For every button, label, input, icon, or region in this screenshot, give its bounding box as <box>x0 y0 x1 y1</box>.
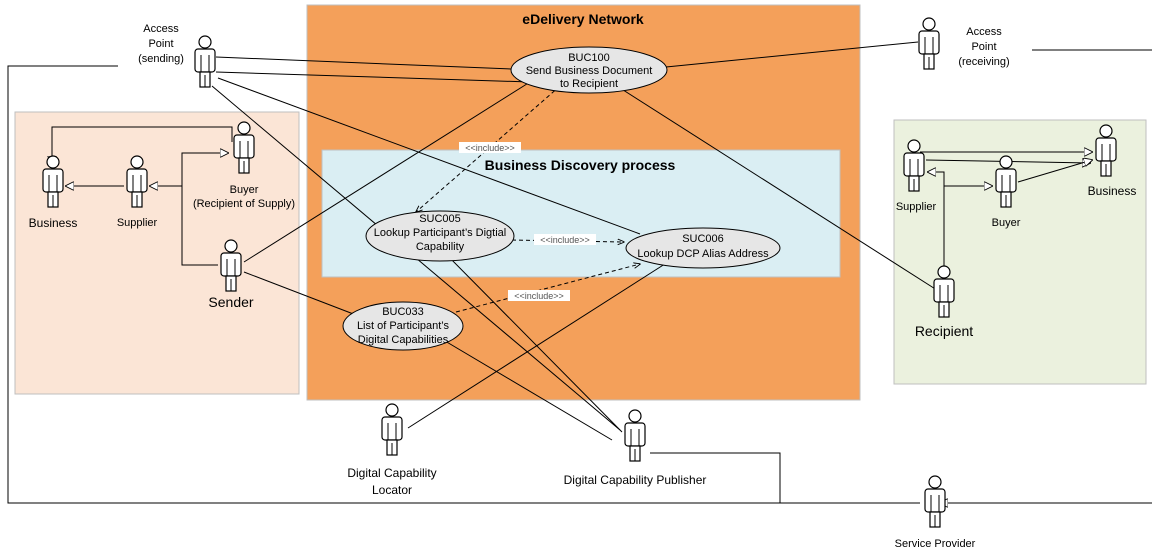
svg-text:Buyer: Buyer <box>230 184 259 196</box>
include-label-3: <<include>> <box>514 291 564 301</box>
actor-service-provider[interactable]: Service Provider <box>895 475 976 550</box>
include-label-2: <<include>> <box>540 235 590 245</box>
svg-text:Lookup Participant’s Digtial: Lookup Participant’s Digtial <box>374 227 506 239</box>
generalizations-left <box>52 126 233 266</box>
svg-text:Supplier: Supplier <box>117 217 158 229</box>
connector-lines <box>7 49 1152 504</box>
actor-access-point-sending[interactable]: Access Point (sending) <box>138 23 216 88</box>
sender-context-box <box>14 111 300 395</box>
actor-buyer-left[interactable]: Buyer (Recipient of Supply) <box>193 121 295 210</box>
svg-text:Access: Access <box>966 26 1002 38</box>
svg-text:Lookup DCP Alias Address: Lookup DCP Alias Address <box>637 248 769 260</box>
svg-text:(Recipient of Supply): (Recipient of Supply) <box>193 198 295 210</box>
svg-text:Supplier: Supplier <box>896 201 937 213</box>
svg-text:Digital Capability: Digital Capability <box>347 466 436 480</box>
svg-text:(sending): (sending) <box>138 53 184 65</box>
svg-text:to Recipient: to Recipient <box>560 78 618 90</box>
svg-text:Service Provider: Service Provider <box>895 538 976 550</box>
svg-text:BUC033: BUC033 <box>382 306 424 318</box>
svg-text:Send Business Document: Send Business Document <box>526 65 653 77</box>
svg-text:Point: Point <box>971 41 996 53</box>
usecase-suc005[interactable]: SUC005 Lookup Participant’s Digtial Capa… <box>365 210 515 262</box>
svg-text:Recipient: Recipient <box>915 323 973 339</box>
include-labels: <<include>> <<include>> <<include>> <box>459 142 596 301</box>
svg-text:BUC100: BUC100 <box>568 52 610 64</box>
include-label-1: <<include>> <box>465 143 515 153</box>
svg-text:Digital Capability Publisher: Digital Capability Publisher <box>564 473 707 487</box>
actor-digital-capability-locator[interactable]: Digital Capability Locator <box>347 403 437 497</box>
usecase-suc006[interactable]: SUC006 Lookup DCP Alias Address <box>625 227 781 269</box>
edelivery-network-title: eDelivery Network <box>522 11 644 27</box>
actor-access-point-receiving[interactable]: Access Point (receiving) <box>918 17 1010 70</box>
svg-text:SUC006: SUC006 <box>682 233 724 245</box>
svg-text:Business: Business <box>1088 184 1137 198</box>
actor-digital-capability-publisher[interactable]: Digital Capability Publisher <box>564 409 707 487</box>
svg-text:List of Participant’s: List of Participant’s <box>357 320 450 332</box>
svg-text:Buyer: Buyer <box>992 217 1021 229</box>
actor-business-right[interactable]: Business <box>1088 124 1137 198</box>
usecase-buc033[interactable]: BUC033 List of Participant’s Digital Cap… <box>342 301 464 351</box>
usecase-buc100[interactable]: BUC100 Send Business Document to Recipie… <box>510 46 668 94</box>
svg-text:Access: Access <box>143 23 179 35</box>
svg-text:Locator: Locator <box>372 483 412 497</box>
actor-supplier-left[interactable]: Supplier <box>117 155 158 229</box>
actor-buyer-right[interactable]: Buyer <box>992 155 1021 229</box>
svg-text:SUC005: SUC005 <box>419 213 461 225</box>
svg-text:Point: Point <box>148 38 173 50</box>
svg-text:Sender: Sender <box>208 294 253 310</box>
actor-supplier-right[interactable]: Supplier <box>896 139 937 213</box>
svg-text:(receiving): (receiving) <box>958 56 1009 68</box>
actor-sender[interactable]: Sender <box>208 239 254 310</box>
actor-recipient[interactable]: Recipient <box>915 265 973 339</box>
svg-text:Business: Business <box>29 216 78 230</box>
business-discovery-title: Business Discovery process <box>485 157 676 173</box>
actor-business-left[interactable]: Business <box>29 155 78 230</box>
svg-text:Digital Capabilities: Digital Capabilities <box>358 334 449 346</box>
svg-text:Capability: Capability <box>416 241 465 253</box>
